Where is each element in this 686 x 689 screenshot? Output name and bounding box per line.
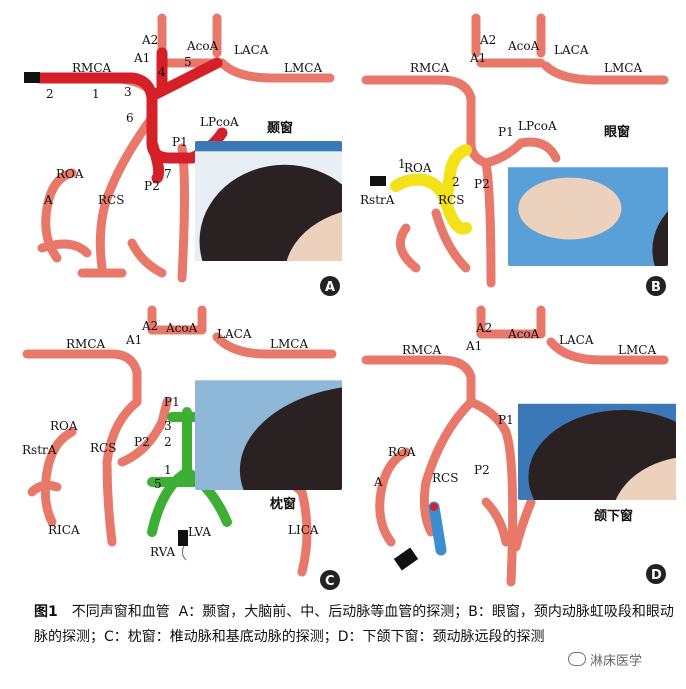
figure-caption: 图1 不同声窗和血管 A：颞窗，大脑前、中、后动脉等血管的探测；B：眼窗，颈内动脉… — [34, 600, 674, 650]
label-lica: LICA — [288, 523, 319, 537]
patient-photo-orbital — [508, 146, 668, 266]
label-lva: LVA — [188, 525, 211, 539]
figure-number: 图1 — [34, 604, 58, 620]
panel-badge-letter: C — [325, 574, 335, 589]
panel-d-diagram: A2 AcoA LACA A1 RMCA LMCA P1 P2 ROA A RC… — [361, 305, 669, 587]
panel-badge — [320, 570, 340, 590]
label-a: A — [373, 475, 383, 489]
panel-badge-letter: A — [325, 280, 335, 295]
label-laca: LACA — [217, 327, 252, 341]
patient-photo-temporal — [195, 141, 342, 261]
label-lpcoa: LPcoA — [200, 115, 239, 129]
label-a2: A2 — [479, 33, 496, 47]
patient-photo-submandibular — [518, 382, 676, 500]
label-rcs: RCS — [438, 193, 464, 207]
label-roa: ROA — [56, 167, 84, 181]
num-2: 2 — [46, 87, 54, 101]
label-rstra: RstrA — [22, 443, 57, 457]
num-7: 7 — [164, 167, 172, 181]
num-1: 1 — [398, 157, 406, 171]
num-5: 5 — [154, 477, 162, 491]
label-roa: ROA — [50, 419, 78, 433]
label-rcs: RCS — [98, 193, 124, 207]
label-laca: LACA — [554, 43, 589, 57]
label-acoa: AcoA — [165, 321, 198, 335]
label-rmca: RMCA — [66, 337, 106, 351]
label-a2: A2 — [141, 33, 158, 47]
num-2: 2 — [452, 175, 460, 189]
num-3: 3 — [124, 85, 132, 99]
label-p2: P2 — [144, 179, 160, 193]
patient-photo-occipital — [195, 370, 342, 490]
panel-c: A2 AcoA LACA A1 RMCA LMCA P1 P2 ROA Rstr… — [12, 302, 342, 592]
panel-badge — [646, 276, 666, 296]
panel-badge — [646, 564, 666, 584]
label-rstra: RstrA — [360, 193, 395, 207]
label-p1: P1 — [172, 135, 188, 149]
num-6: 6 — [126, 111, 134, 125]
label-roa: ROA — [404, 161, 432, 175]
num-1: 1 — [92, 87, 100, 101]
label-a: A — [43, 193, 53, 207]
panel-badge-letter: D — [651, 568, 662, 583]
watermark: 淋床医学 — [568, 650, 642, 669]
chat-icon — [568, 652, 586, 666]
label-roa: ROA — [388, 445, 416, 459]
label-a2: A2 — [475, 321, 492, 335]
label-p1: P1 — [164, 395, 180, 409]
panel-b: A2 AcoA LACA A1 RMCA LMCA LPcoA P1 P2 RO… — [346, 8, 676, 298]
label-p2: P2 — [134, 435, 150, 449]
num-4: 4 — [158, 65, 166, 79]
label-p1: P1 — [498, 413, 514, 427]
label-p2: P2 — [474, 463, 490, 477]
label-a2: A2 — [141, 319, 158, 333]
label-rmca: RMCA — [402, 343, 442, 357]
label-rva: RVA — [150, 545, 175, 559]
panel-c-diagram: A2 AcoA LACA A1 RMCA LMCA P1 P2 ROA Rstr… — [22, 305, 340, 590]
num-3: 3 — [164, 419, 172, 433]
window-label: 眼窗 — [604, 124, 630, 140]
label-rmca: RMCA — [72, 61, 112, 75]
label-a1: A1 — [465, 339, 482, 353]
panel-a-diagram: A2 AcoA LACA A1 RMCA LMCA LPcoA P1 P2 RO… — [24, 13, 340, 296]
label-rcs: RCS — [432, 471, 458, 485]
panel-b-diagram: A2 AcoA LACA A1 RMCA LMCA LPcoA P1 P2 RO… — [360, 13, 669, 296]
label-a1: A1 — [469, 51, 486, 65]
figure-title: 不同声窗和血管 — [71, 604, 170, 620]
label-a1: A1 — [125, 333, 142, 347]
label-lpcoa: LPcoA — [518, 119, 557, 133]
num-1: 1 — [164, 463, 172, 477]
label-laca: LACA — [559, 333, 594, 347]
label-lmca: LMCA — [604, 61, 642, 75]
label-p1: P1 — [498, 125, 514, 139]
window-label: 颌下窗 — [594, 508, 633, 524]
label-acoa: AcoA — [507, 327, 540, 341]
label-acoa: AcoA — [507, 39, 540, 53]
label-lmca: LMCA — [270, 337, 308, 351]
panel-d: A2 AcoA LACA A1 RMCA LMCA P1 P2 ROA A RC… — [346, 302, 676, 592]
label-a1: A1 — [133, 51, 150, 65]
label-laca: LACA — [234, 43, 269, 57]
label-rmca: RMCA — [410, 61, 450, 75]
label-lmca: LMCA — [284, 61, 322, 75]
num-2: 2 — [164, 435, 172, 449]
label-rica: RICA — [48, 523, 80, 537]
label-acoa: AcoA — [186, 39, 219, 53]
watermark-text: 淋床医学 — [590, 654, 643, 669]
panel-badge — [320, 276, 340, 296]
num-5: 5 — [184, 55, 192, 69]
window-label: 枕窗 — [270, 496, 296, 512]
figure-description: A：颞窗，大脑前、中、后动脉等血管的探测；B：眼窗，颈内动脉虹吸段和眼动脉的探测… — [34, 604, 674, 645]
label-lmca: LMCA — [618, 343, 656, 357]
label-p2: P2 — [474, 177, 490, 191]
panel-badge-letter: B — [651, 280, 661, 295]
label-rcs: RCS — [90, 441, 116, 455]
panel-a: A2 AcoA LACA A1 RMCA LMCA LPcoA P1 P2 RO… — [12, 8, 342, 298]
window-label: 颞窗 — [266, 120, 293, 136]
